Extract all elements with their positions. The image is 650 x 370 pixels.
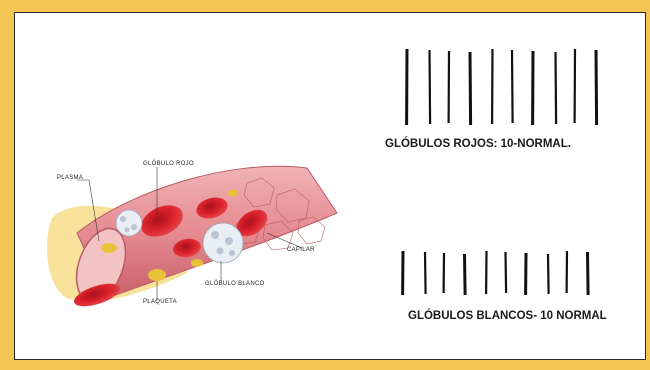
red-cell-tally-mark (430, 50, 431, 124)
blood-vessel-illustration (37, 123, 357, 333)
red-cell-tally-mark (512, 50, 513, 123)
platelet (148, 269, 166, 281)
white-cell-tally (391, 249, 611, 299)
white-cell-tally-mark (425, 252, 426, 294)
red-cell-caption: GLÓBULOS ROJOS: 10-NORMAL. (385, 138, 571, 150)
label-platelet: PLAQUETA (143, 299, 177, 305)
platelet (101, 243, 117, 253)
platelet (228, 190, 238, 197)
red-cell-tally-mark (470, 52, 471, 125)
white-blood-cell (116, 210, 142, 236)
label-red-cell: GLÓBULO ROJO (143, 161, 194, 167)
white-cell-tally-mark (588, 252, 589, 295)
white-cell-tally-mark (465, 254, 466, 295)
red-cell-tally-mark (556, 52, 557, 124)
white-cell-tally-mark (506, 252, 507, 293)
label-capillary: CAPILAR (287, 247, 315, 253)
white-cell-caption: GLÓBULOS BLANCOS- 10 NORMAL (408, 310, 607, 322)
platelet (191, 259, 203, 267)
white-blood-cell (203, 223, 243, 263)
white-cell-tally-mark (548, 254, 549, 294)
blood-vessel-diagram: PLASMA GLÓBULO ROJO CAPILAR GLÓBULO BLAN… (37, 123, 357, 333)
red-cell-tally-mark (596, 50, 597, 125)
red-cell-tally (395, 43, 615, 133)
content-panel: PLASMA GLÓBULO ROJO CAPILAR GLÓBULO BLAN… (14, 12, 646, 360)
label-plasma: PLASMA (57, 175, 83, 181)
label-white-cell: GLÓBULO BLANCO (205, 281, 265, 287)
